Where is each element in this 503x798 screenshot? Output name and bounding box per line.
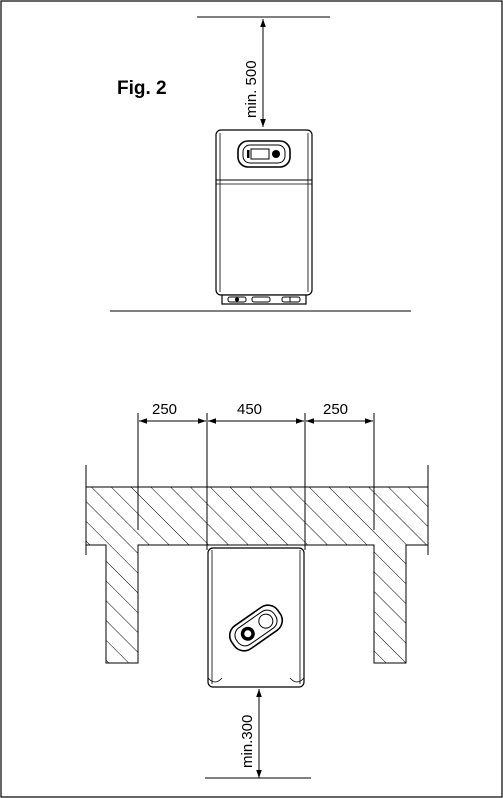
control-panel-icon — [237, 140, 291, 168]
control-panel-top-icon — [228, 604, 284, 652]
front-clearance-label: min.300 — [239, 715, 256, 768]
hatched-wall — [85, 486, 429, 664]
top-clearance-label: min. 500 — [243, 60, 260, 118]
boiler-base — [221, 294, 307, 305]
width-label: 450 — [237, 401, 262, 418]
right-side-label: 250 — [323, 401, 348, 418]
plan-view: 250 450 250 min.300 — [85, 401, 429, 779]
left-side-label: 250 — [152, 401, 177, 418]
figure-label: Fig. 2 — [117, 78, 167, 99]
front-elevation-view: min. 500 Fig. 2 — [110, 16, 411, 312]
